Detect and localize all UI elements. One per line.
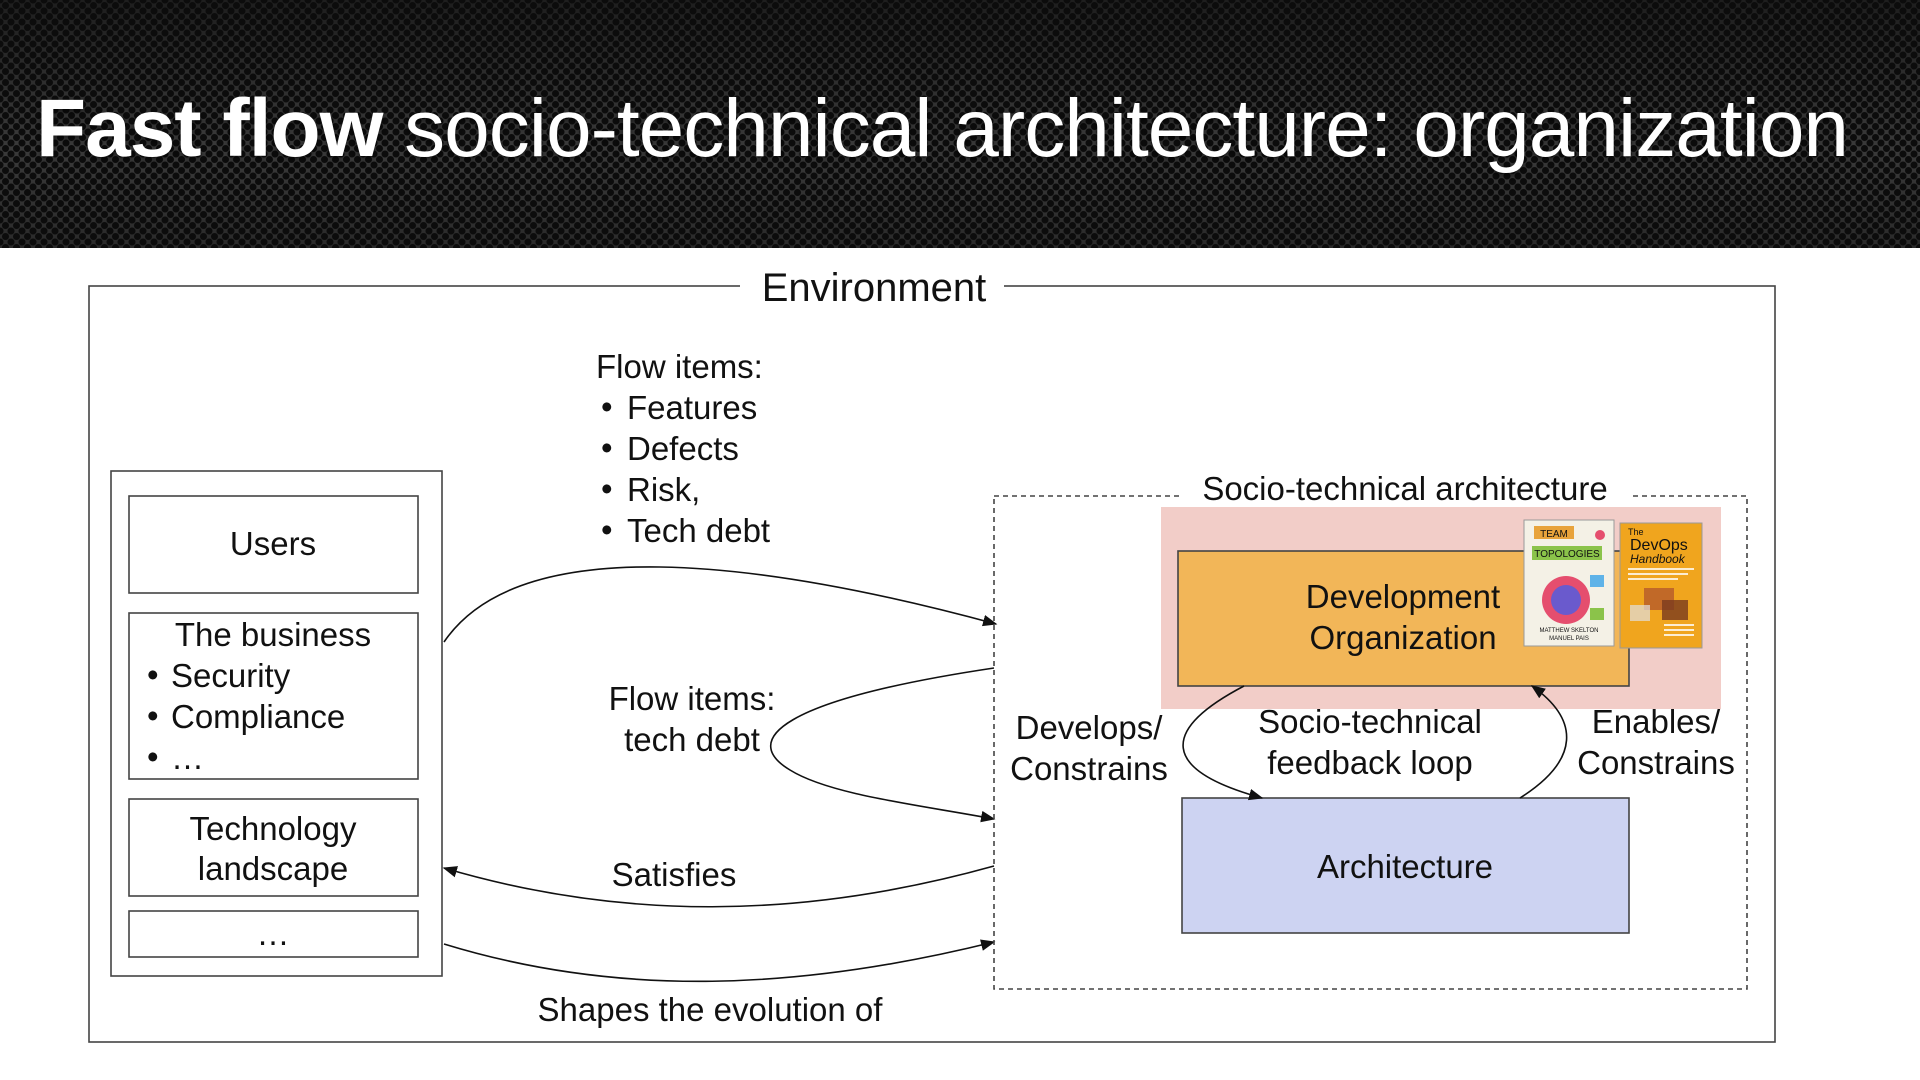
business-bullet: • — [147, 697, 159, 734]
flow-items-heading: Flow items: — [596, 348, 763, 385]
flow-bullet: • — [601, 429, 613, 466]
business-item-compliance: Compliance — [171, 698, 345, 735]
flow-item-tech-debt: Tech debt — [627, 512, 770, 549]
flow-item-defects: Defects — [627, 430, 739, 467]
business-item-more: … — [171, 739, 204, 776]
business-item-security: Security — [171, 657, 291, 694]
dev-org-line2: Organization — [1309, 619, 1496, 656]
business-bullet: • — [147, 738, 159, 775]
sta-label: Socio-technical architecture — [1202, 470, 1607, 507]
technology-line1: Technology — [190, 810, 357, 847]
flow-bullet: • — [601, 511, 613, 548]
satisfies-label: Satisfies — [612, 856, 737, 893]
develops-line2: Constrains — [1010, 750, 1168, 787]
enables-line1: Enables/ — [1592, 703, 1721, 740]
tt-line1: TEAM — [1540, 529, 1568, 540]
business-box — [128, 612, 419, 780]
shapes-arrow — [443, 939, 996, 983]
title-banner — [0, 0, 1920, 248]
enables-arrow — [1519, 685, 1568, 799]
business-title: The business — [175, 616, 371, 653]
flow-item-features: Features — [627, 389, 757, 426]
users-box — [128, 495, 419, 594]
team-topologies-book: TEAM TOPOLOGIES MATTHEW SKELTON MANUEL P… — [1523, 519, 1615, 647]
architecture-box — [1181, 797, 1630, 934]
environment-label-bg — [740, 264, 1004, 310]
tt-authors2: MANUEL PAIS — [1549, 636, 1589, 642]
flow-tech-line1: Flow items: — [609, 680, 776, 717]
business-bullet: • — [147, 656, 159, 693]
tech-debt-loop-arrow — [769, 667, 996, 823]
feedback-line2: feedback loop — [1267, 744, 1473, 781]
more-label: … — [257, 915, 290, 952]
environment-label: Environment — [762, 266, 987, 310]
technology-box — [128, 798, 419, 897]
more-box — [128, 910, 419, 958]
sta-label-bg — [1180, 470, 1630, 514]
tt-circle-inner-icon — [1551, 585, 1581, 615]
feedback-line1: Socio-technical — [1258, 703, 1482, 740]
tt-line2: TOPOLOGIES — [1534, 549, 1600, 560]
satisfies-arrow — [442, 865, 995, 908]
tt-authors1: MATTHEW SKELTON — [1539, 628, 1598, 634]
sta-boundary — [993, 495, 1748, 990]
develops-arrow — [1182, 685, 1264, 801]
develops-line1: Develops/ — [1016, 709, 1164, 746]
title-bold: Fast flow — [36, 83, 383, 174]
architecture-label: Architecture — [1317, 848, 1493, 885]
flow-bullet: • — [601, 388, 613, 425]
technology-line2: landscape — [198, 850, 348, 887]
shapes-label: Shapes the evolution of — [538, 991, 884, 1028]
slide-title: Fast flow socio-technical architecture: … — [36, 82, 1849, 176]
enables-line2: Constrains — [1577, 744, 1735, 781]
dh-line2: DevOps — [1630, 537, 1688, 554]
flow-item-risk: Risk, — [627, 471, 700, 508]
flow-tech-line2: tech debt — [624, 721, 760, 758]
users-label: Users — [230, 525, 316, 562]
dh-line1: The — [1628, 527, 1644, 537]
flow-bullet: • — [601, 470, 613, 507]
dev-org-line1: Development — [1306, 578, 1500, 615]
devops-handbook-book: The DevOps Handbook — [1619, 522, 1703, 649]
flow-items-arrow — [443, 566, 998, 643]
title-rest: socio-technical architecture: organizati… — [382, 83, 1849, 174]
dh-line3: Handbook — [1630, 552, 1686, 566]
